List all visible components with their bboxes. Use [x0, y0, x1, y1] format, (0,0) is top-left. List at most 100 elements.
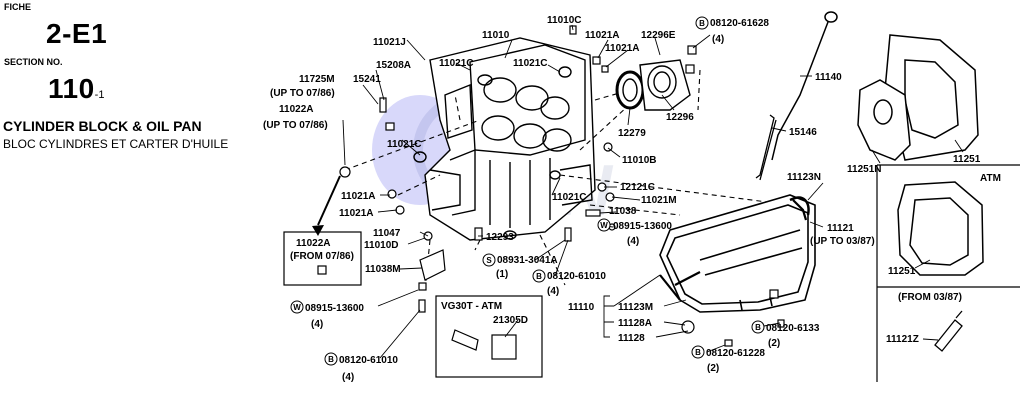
label-s-08931: 08931-3041A — [497, 255, 558, 266]
label-box-from-0786: (FROM 07/86) — [290, 251, 354, 262]
label-upto-0786-b: (UP TO 07/86) — [263, 120, 328, 131]
label-11128: 11128 — [618, 333, 645, 344]
label-11123n: 11123N — [787, 172, 821, 183]
marker-b-5: B — [695, 348, 701, 357]
circle-markers — [290, 16, 765, 366]
label-12296: 12296 — [666, 112, 694, 123]
page-title: CYLINDER BLOCK & OIL PAN — [3, 118, 202, 134]
marker-w-2: W — [293, 303, 301, 312]
leader-lines — [342, 24, 964, 359]
label-w-13600-b-qty: (4) — [311, 319, 323, 330]
bolt-icon — [317, 25, 785, 360]
label-upto-0786-a: (UP TO 07/86) — [270, 88, 335, 99]
label-15241: 15241 — [353, 74, 381, 85]
rear-seal-11123n — [789, 196, 810, 216]
oil-pan-gasket — [659, 199, 808, 301]
label-11021c-b: 11021C — [513, 58, 547, 69]
atm-frame — [876, 164, 1020, 382]
label-11021a-l1: 11021A — [341, 191, 375, 202]
label-b-61010-a: 08120-61010 — [547, 271, 606, 282]
label-11021c-d: 11021C — [552, 192, 586, 203]
page-subtitle: BLOC CYLINDRES ET CARTER D'HUILE — [3, 137, 229, 151]
label-12279: 12279 — [618, 128, 646, 139]
label-11038: 11038 — [609, 206, 637, 217]
label-11010: 11010 — [482, 30, 510, 41]
cylinder-block — [413, 37, 596, 241]
oil-dipstick — [771, 11, 838, 161]
rear-end-plate — [857, 34, 979, 161]
dipstick-tube — [755, 114, 777, 181]
label-11022a: 11022A — [279, 104, 313, 115]
label-11010d: 11010D — [364, 240, 398, 251]
label-11021a-top: 11021A — [585, 30, 619, 41]
label-21305d: 21305D — [493, 315, 528, 326]
detail-arrow-head — [312, 225, 324, 236]
detail-arrow-line — [317, 175, 341, 226]
part-labels: 11010 11010C 11021J 11021A 11021A 12296E… — [263, 15, 1001, 383]
label-12293: 12293 — [486, 232, 514, 243]
label-11010c: 11010C — [547, 15, 581, 26]
fiche-label: FICHE — [4, 2, 31, 12]
label-15208a: 15208A — [376, 60, 411, 71]
label-b-61010-b-qty: (4) — [342, 372, 354, 383]
label-b-61010-a-qty: (4) — [547, 286, 559, 297]
label-11021j: 11021J — [373, 37, 406, 48]
label-s-08931-qty: (1) — [496, 269, 508, 280]
label-vg30t: VG30T - ATM — [441, 301, 502, 312]
label-box-11022a: 11022A — [296, 238, 330, 249]
label-11038m: 11038M — [365, 264, 401, 275]
label-11251n: 11251N — [847, 164, 881, 175]
sealant-tube — [934, 310, 963, 352]
label-bolt-61628: 08120-61628 — [710, 18, 769, 29]
rear-seal-retainer — [615, 59, 691, 111]
label-11110: 11110 — [568, 302, 595, 313]
label-b-61228-qty: (2) — [707, 363, 719, 374]
marker-b-1: B — [699, 19, 705, 28]
fiche-number: 2-E1 — [46, 18, 108, 49]
marker-b-4: B — [755, 323, 761, 332]
label-w-13600-b: 08915-13600 — [305, 303, 364, 314]
label-11140: 11140 — [815, 72, 842, 83]
label-from-0387: (FROM 03/87) — [898, 292, 962, 303]
label-atm: ATM — [980, 173, 1001, 184]
label-11251-atm: 11251 — [888, 266, 916, 277]
label-w-13600-a-qty: (4) — [627, 236, 639, 247]
label-11121z: 11121Z — [886, 334, 919, 345]
label-b-61228: 08120-61228 — [706, 348, 765, 359]
label-12296e: 12296E — [641, 30, 676, 41]
inset-box-11022a — [283, 231, 362, 286]
label-b-61010-b: 08120-61010 — [339, 355, 398, 366]
section-suffix: -1 — [94, 89, 105, 101]
label-11251: 11251 — [953, 154, 981, 165]
section-label: SECTION NO. — [4, 57, 63, 67]
marker-b-3: B — [328, 355, 334, 364]
label-11021a-top2: 11021A — [605, 43, 639, 54]
marker-b-2: B — [536, 272, 542, 281]
label-w-13600-a: 08915-13600 — [613, 221, 672, 232]
label-11021c-c: 11021C — [387, 139, 421, 150]
label-b-6133: 08120-6133 — [766, 323, 820, 334]
label-11128a: 11128A — [618, 318, 652, 329]
label-11021a-l2: 11021A — [339, 208, 373, 219]
circle-marker-letters: B W S B W B B B — [293, 19, 761, 364]
label-upto-0387: (UP TO 03/87) — [810, 236, 875, 247]
label-11121: 11121 — [827, 223, 854, 234]
label-15146: 15146 — [789, 127, 817, 138]
label-11010b: 11010B — [622, 155, 656, 166]
label-11725m: 11725M — [299, 74, 335, 85]
oil-pan — [659, 194, 816, 313]
label-11047: 11047 — [373, 228, 401, 239]
label-bolt-61628-qty: (4) — [712, 34, 724, 45]
label-11021c-a: 11021C — [439, 58, 473, 69]
section-number-group: 110-1 — [48, 73, 104, 105]
section-number: 110 — [48, 73, 95, 104]
label-b-6133-qty: (2) — [768, 338, 780, 349]
atm-rear-plate — [897, 181, 984, 276]
marker-w-1: W — [600, 221, 608, 230]
label-11123m: 11123M — [618, 302, 653, 313]
label-11021m: 11021M — [641, 195, 677, 206]
marker-s-1: S — [486, 256, 492, 265]
label-12121c: 12121C — [620, 182, 655, 193]
